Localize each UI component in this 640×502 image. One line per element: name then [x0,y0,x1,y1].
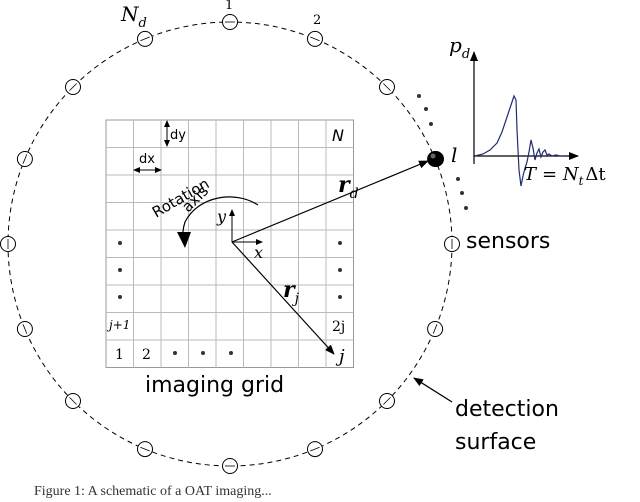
sensor-element-tick [310,36,320,42]
axis-x-label: x [254,243,263,262]
ellipsis-dot [417,94,421,98]
sensor-element-tick [22,324,28,334]
cell-label-2: 2 [142,347,151,363]
sensor-element-tick [383,83,391,91]
ellipsis-dot [429,122,433,126]
sensor-element-tick [432,324,438,334]
axis-y-label: y [216,207,227,226]
grid-dot [201,351,205,355]
detection-surface-label-line2: surface [455,430,536,455]
vector-rd-label: rd [338,172,359,202]
sensor-index-1: 1 [225,0,233,13]
detection-surface-pointer [413,377,453,403]
cell-label-2j: 2j [332,319,345,335]
sensor-element-tick [69,397,77,405]
sensor-count-label: Nd [120,2,147,31]
grid-corner-label-N: N [332,126,344,145]
detection-surface-label-line1: detection [455,397,559,422]
sensor-index-2: 2 [313,13,321,28]
dy-label: dy [170,128,186,143]
grid-dot [338,295,342,299]
sensor-l-label: l [451,143,457,167]
ellipsis-dot [460,191,464,195]
sensor-element-tick [140,36,150,42]
grid-dot [118,295,122,299]
sensor-element-tick [22,154,28,164]
grid-dot [173,351,177,355]
sensor-element-tick [310,446,320,452]
sensor-element-tick [383,397,391,405]
imaging-grid-label: imaging grid [145,373,284,398]
rotation-arrowhead [177,232,191,248]
grid-dots [118,241,342,355]
figure-caption: Figure 1: A schematic of a OAT imaging..… [34,484,272,499]
sensor-element-tick [140,446,150,452]
signal-plot-ylabel: pd [449,33,470,62]
sensor-element-tick [69,83,77,91]
signal-waveform [474,94,566,187]
grid-dot [229,351,233,355]
sensors-label: sensors [466,229,550,254]
vector-rj [231,241,335,355]
grid-dot [338,268,342,272]
vector-rd [231,160,429,243]
grid-dot [118,241,122,245]
ellipsis-dot [464,206,468,210]
cell-label-1: 1 [115,347,124,363]
ellipsis-dot [424,107,428,111]
sensor-ellipsis-dots [417,94,468,210]
point-j-label: j [335,346,345,367]
grid-border [105,119,354,368]
imaging-grid [105,119,354,368]
grid-dot [338,241,342,245]
grid-dot [118,268,122,272]
ellipsis-dot [456,177,460,181]
dx-label: dx [139,152,155,167]
active-sensor-l [428,151,444,167]
cell-label-jplus1: j+1 [106,318,130,332]
vector-rj-label: rj [283,277,300,307]
